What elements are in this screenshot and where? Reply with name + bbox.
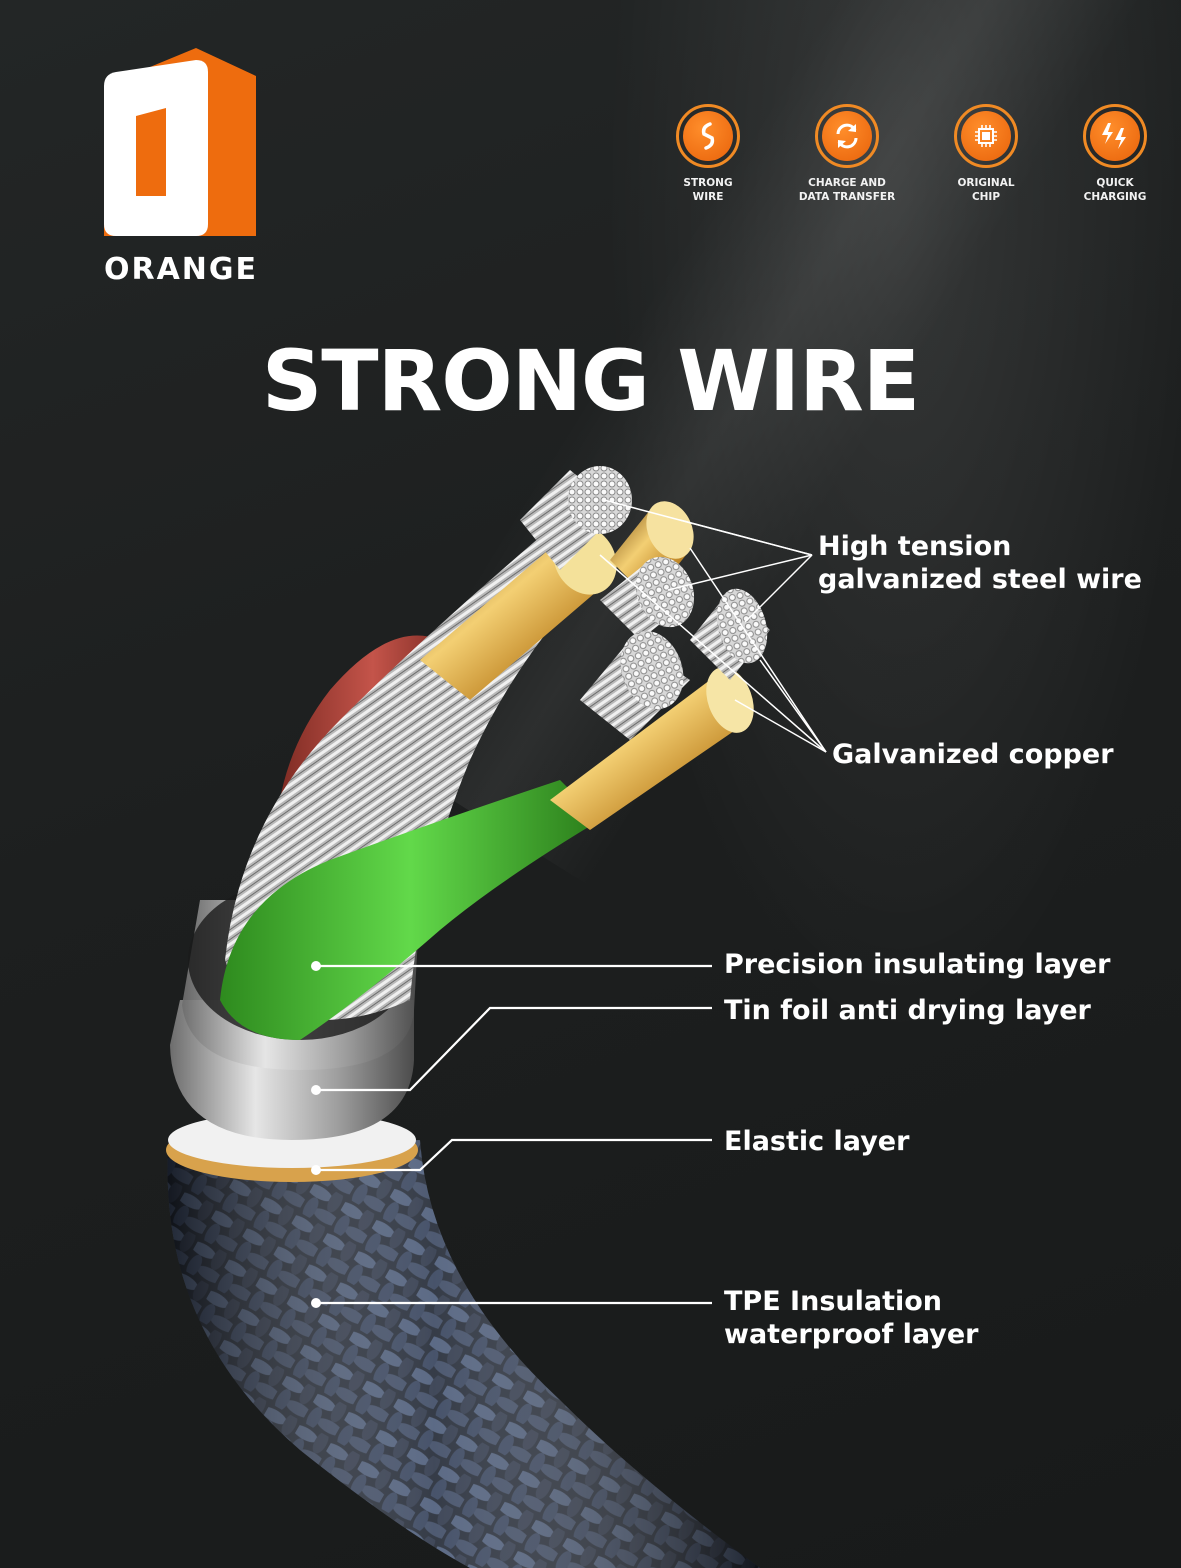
label-elastic: Elastic layer <box>724 1126 910 1157</box>
label-tin-foil: Tin foil anti drying layer <box>724 995 1091 1026</box>
feature-strong-wire: STRONG WIRE <box>638 104 778 204</box>
feature-original-chip: ORIGINAL CHIP <box>916 104 1056 204</box>
callout-copper <box>599 547 827 753</box>
label-copper: Galvanized copper <box>832 739 1114 770</box>
braided-jacket <box>167 1140 760 1568</box>
feature-list: STRONG WIRE CHARGE AND DATA TRANSFER <box>0 104 1181 214</box>
steel-wire-ends <box>520 466 770 740</box>
sync-arrows-icon <box>836 123 858 149</box>
feature-quick-charging: QUICK CHARGING <box>1045 104 1181 204</box>
copper-conductors <box>420 501 754 830</box>
page-title: STRONG WIRE <box>261 332 920 430</box>
feature-charge-data: CHARGE AND DATA TRANSFER <box>777 104 917 204</box>
chip-icon <box>975 125 997 147</box>
orange-logo-icon <box>104 48 256 236</box>
label-precision: Precision insulating layer <box>724 949 1111 980</box>
double-bolt-icon <box>1102 123 1126 149</box>
callout-steel-wire <box>603 499 813 623</box>
callout-layers <box>316 964 712 1305</box>
label-tpe: TPE Insulation waterproof layer <box>724 1286 979 1350</box>
lightning-wire-icon <box>701 122 715 150</box>
green-core <box>220 780 600 1040</box>
brand-name: ORANGE <box>103 252 259 287</box>
label-steel-wire: High tension galvanized steel wire <box>818 531 1142 595</box>
callout-dots <box>311 961 321 1308</box>
